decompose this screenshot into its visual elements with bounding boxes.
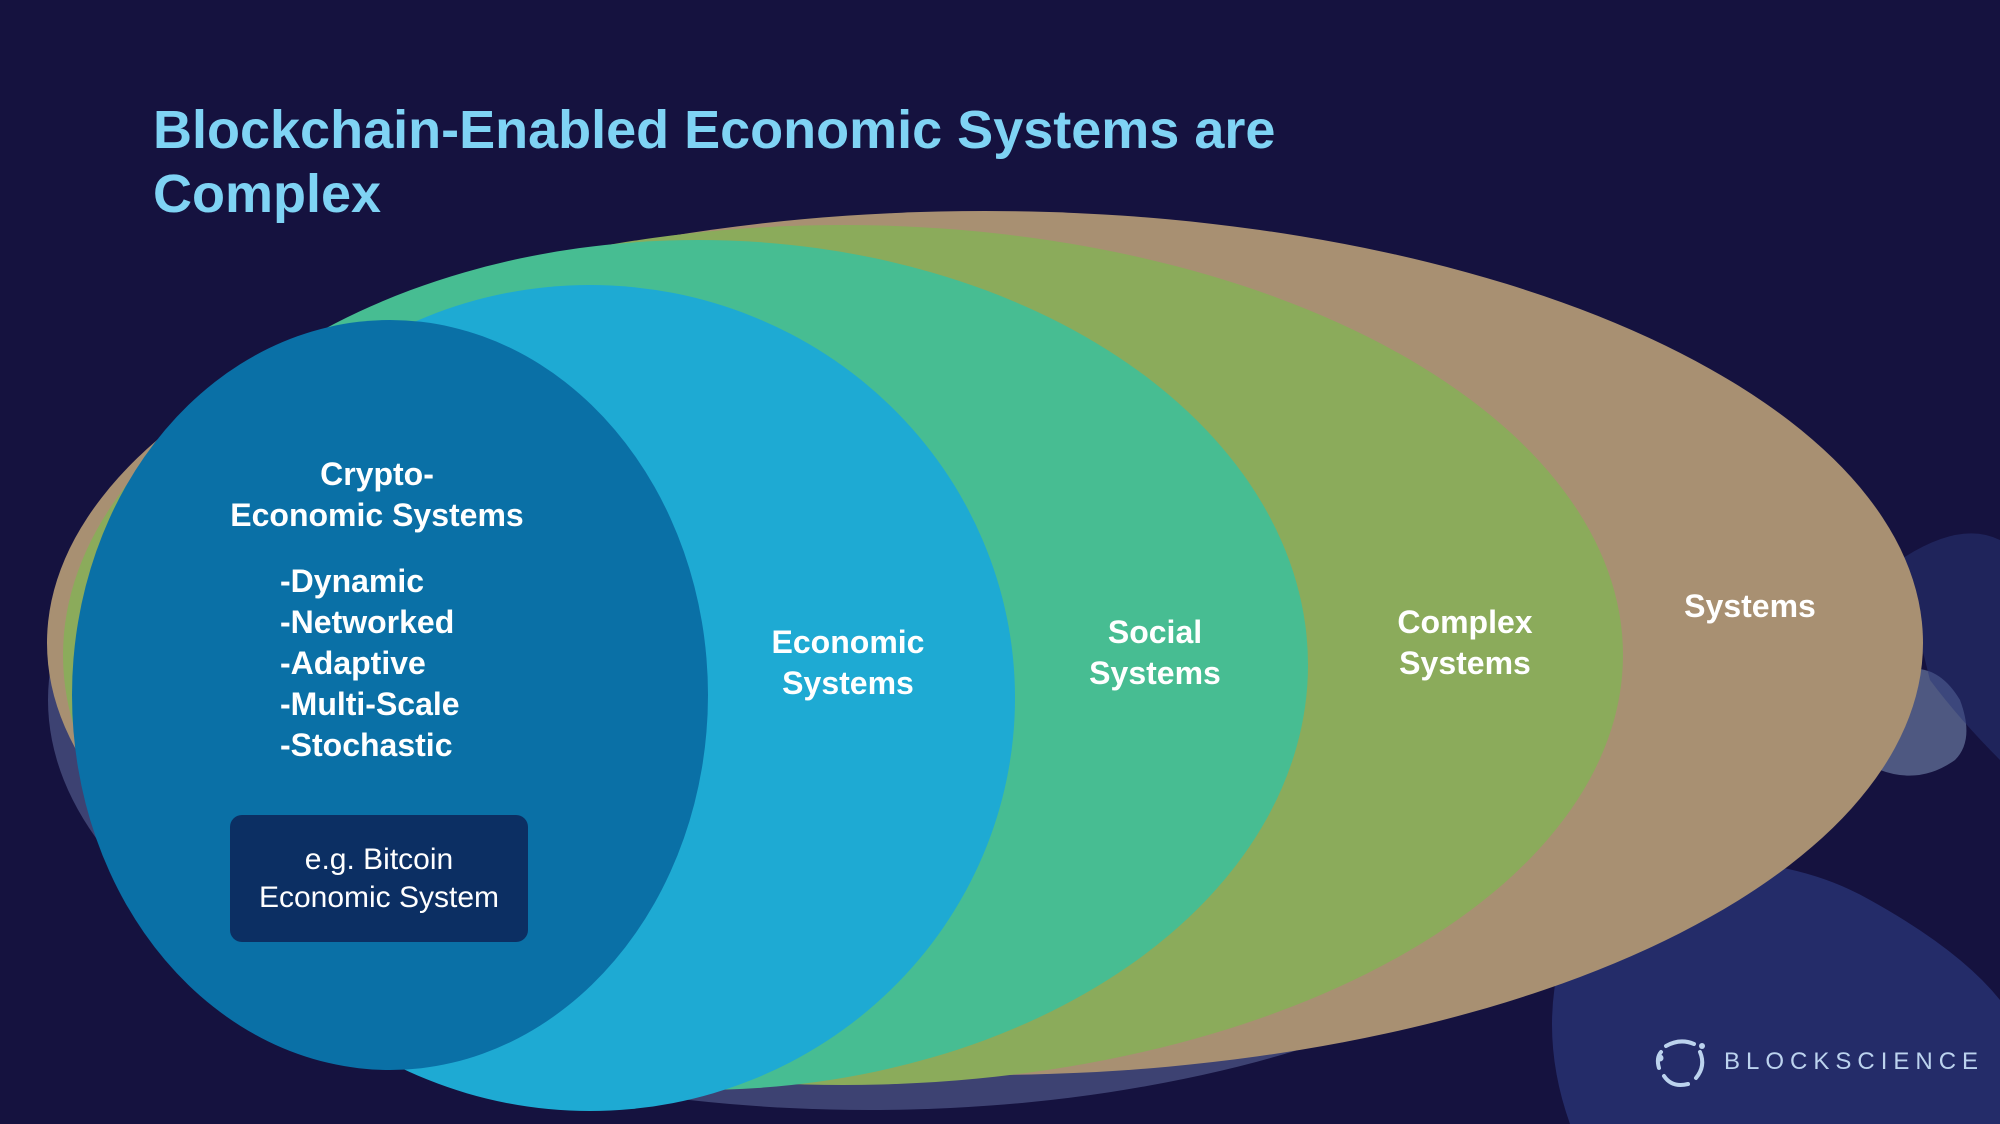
trait-item: -Adaptive bbox=[280, 645, 426, 681]
label-social-systems: Social Systems bbox=[1089, 614, 1221, 691]
trait-item: -Stochastic bbox=[280, 727, 453, 763]
trait-list: -Dynamic -Networked -Adaptive -Multi-Sca… bbox=[280, 561, 460, 766]
brand-name: BLOCKSCIENCE bbox=[1724, 1048, 1985, 1075]
brand-logo: BLOCKSCIENCE bbox=[1652, 1036, 1984, 1088]
trait-item: -Networked bbox=[280, 604, 455, 640]
label-economic-systems: Economic Systems bbox=[771, 624, 925, 701]
background-glow-shape bbox=[1900, 533, 2000, 760]
label-crypto-economic-systems: Crypto- Economic Systems bbox=[230, 456, 524, 533]
blockscience-logo-icon bbox=[1655, 1039, 1705, 1087]
slide-title: Blockchain-Enabled Economic Systems are … bbox=[153, 100, 1276, 224]
label-complex-systems: Complex Systems bbox=[1397, 604, 1533, 681]
trait-item: -Multi-Scale bbox=[280, 686, 460, 722]
trait-item: -Dynamic bbox=[280, 563, 425, 599]
label-systems: Systems bbox=[1684, 588, 1816, 624]
example-box: e.g. Bitcoin Economic System bbox=[230, 815, 528, 942]
